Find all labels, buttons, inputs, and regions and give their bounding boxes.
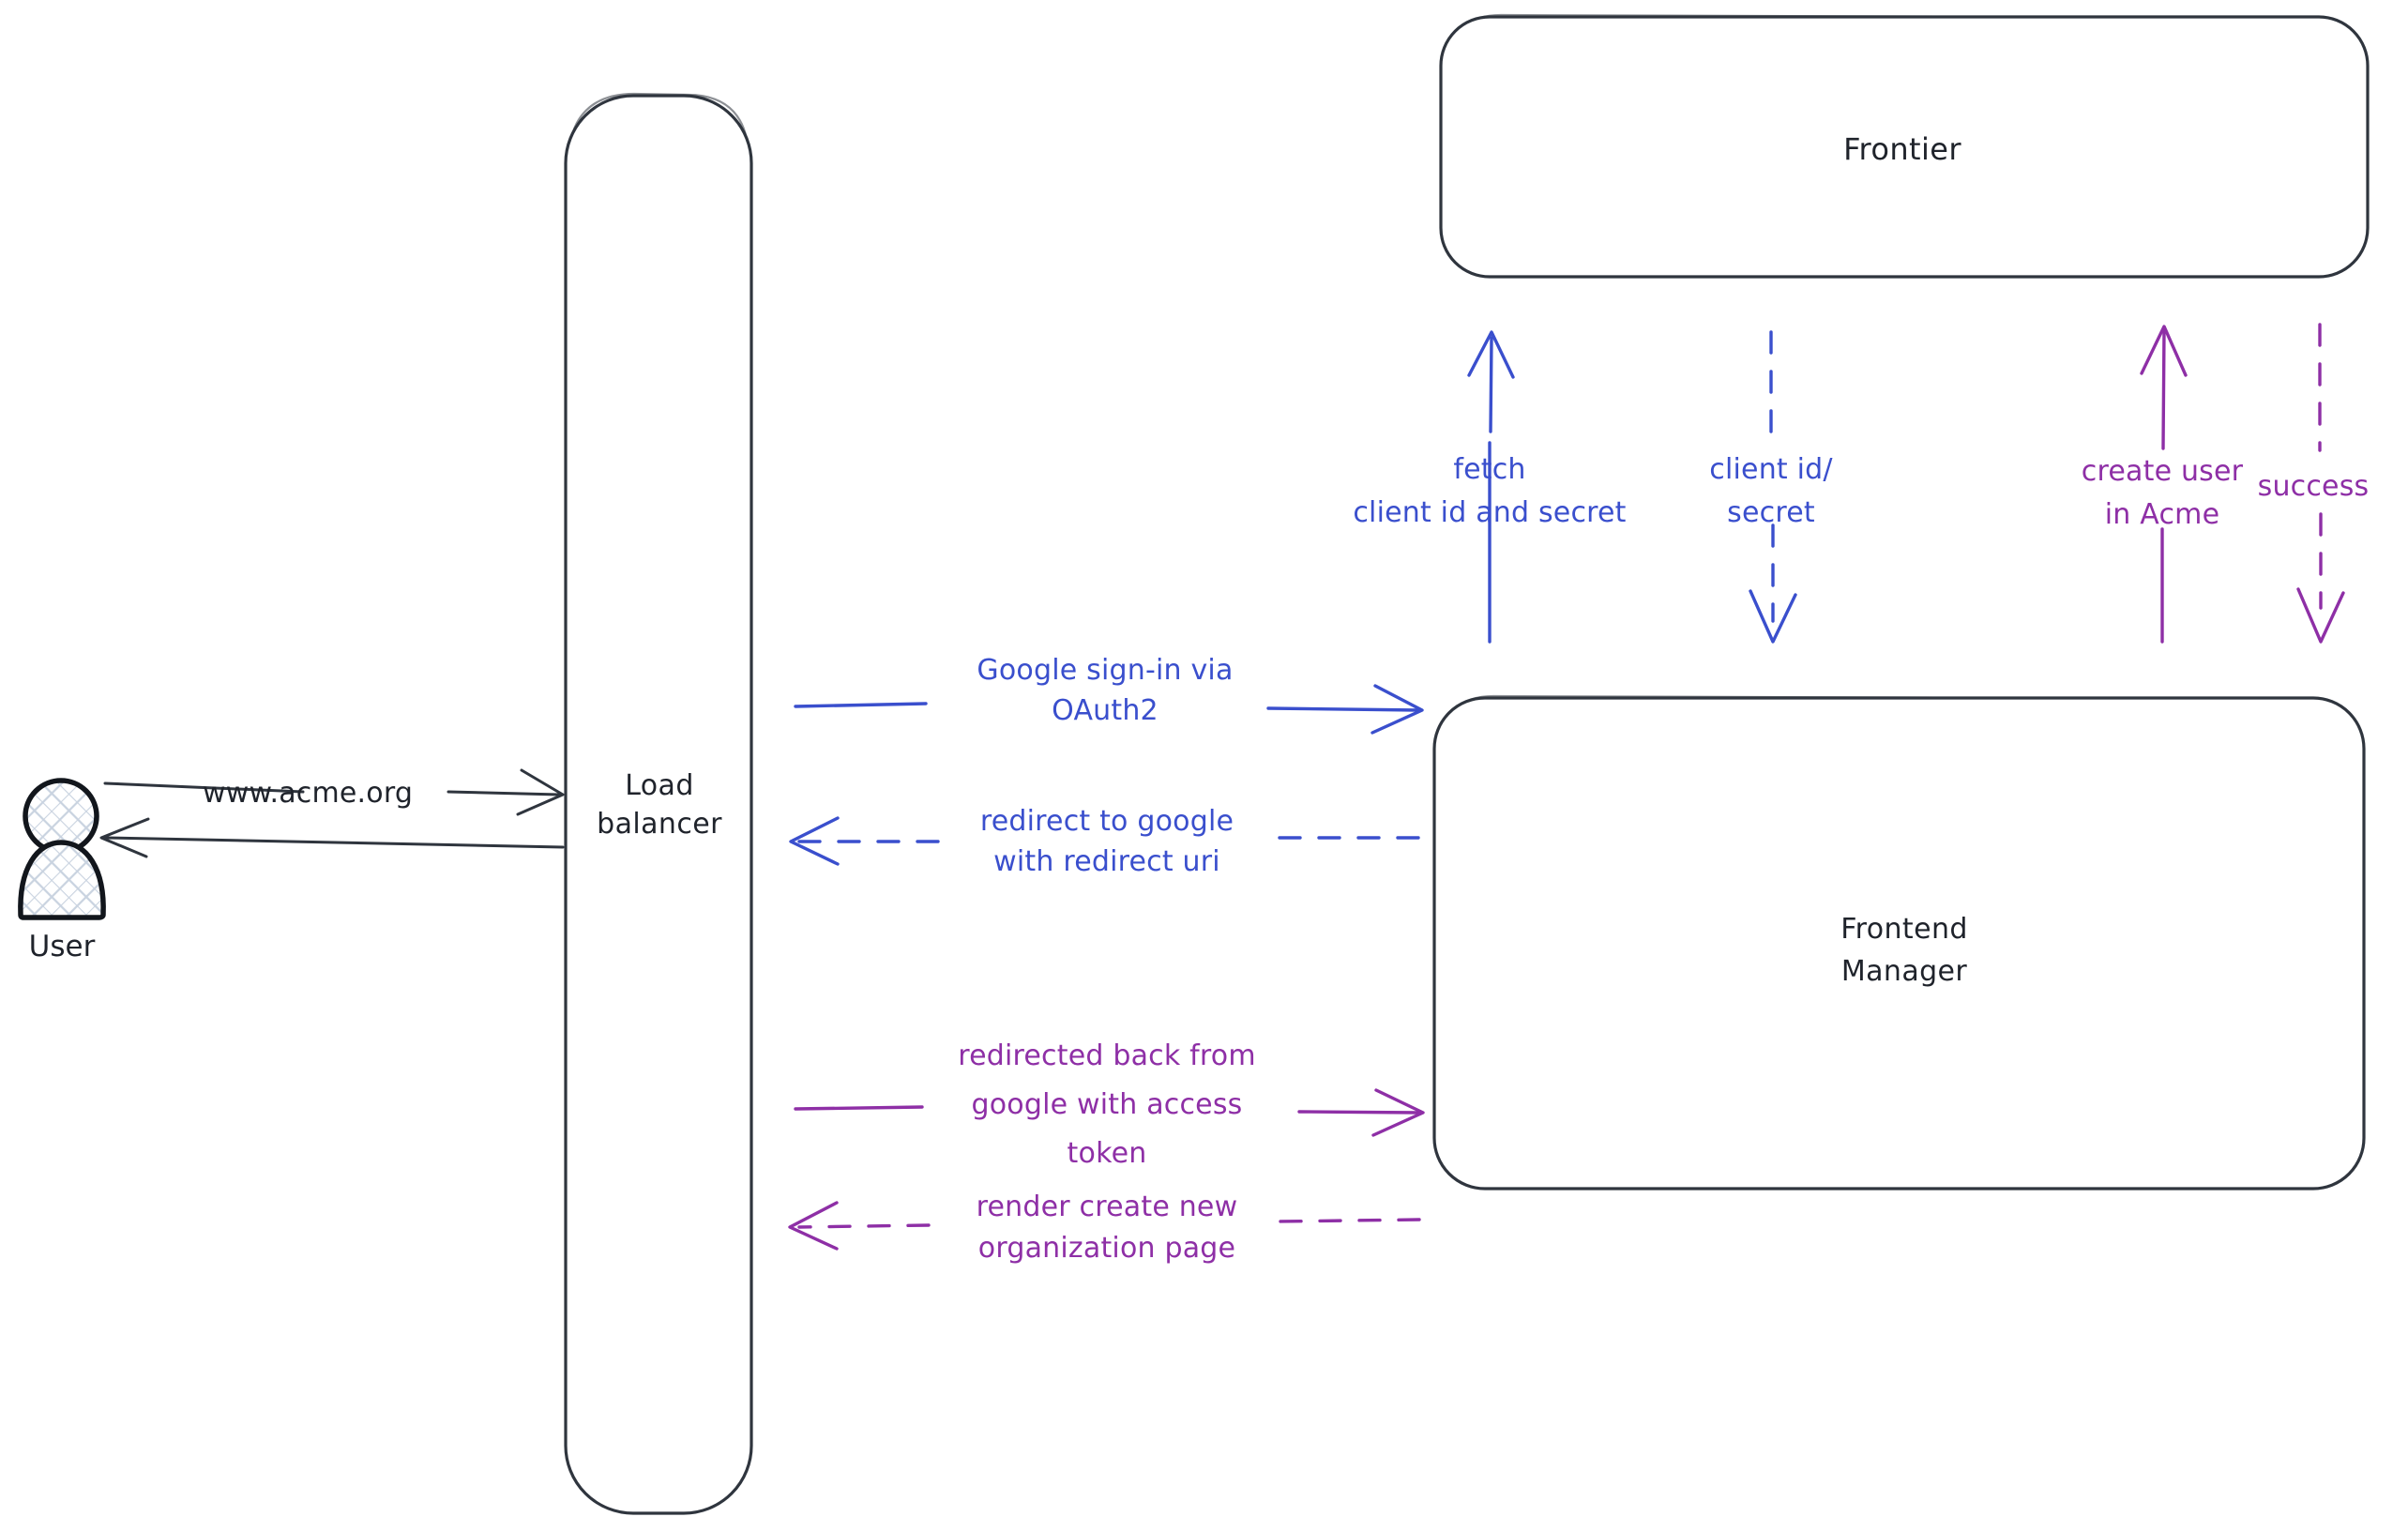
edge-frontier-to-fm-creds: client id/ secret [1709,330,1833,644]
edge-redirect-label-line2: with redirect uri [993,845,1220,878]
edge-lb-to-fm-signin: Google sign-in via OAuth2 [794,654,1424,735]
edge-lb-to-fm-token: redirected back from google with access … [794,1039,1425,1170]
edge-create-user-label-line1: create user [2082,455,2244,488]
edge-user-to-load-balancer: www.acme.org [103,768,565,816]
edge-render-label-line2: organization page [978,1232,1235,1265]
edge-frontier-to-fm-success: success [2258,323,2370,644]
edge-user-to-lb-label: www.acme.org [203,777,413,810]
frontier-label: Frontier [1843,131,1961,167]
edge-fm-to-frontier-fetch: fetch client id and secret [1353,330,1626,644]
frontier-box[interactable] [1439,15,2370,279]
edge-signin-label-line2: OAuth2 [1052,694,1159,727]
load-balancer-label-line1: Load [625,769,694,802]
user-body-icon [18,840,106,920]
load-balancer-box[interactable] [564,94,753,1515]
node-load-balancer[interactable]: Load balancer [564,92,753,1515]
frontend-manager-label-line1: Frontend [1840,913,1968,946]
frontend-manager-label-line2: Manager [1841,955,1968,988]
edge-render-label-line1: render create new [977,1191,1238,1223]
edge-fm-to-frontier-create-user: create user in Acme [2082,325,2244,644]
node-frontend-manager[interactable]: Frontend Manager [1432,694,2366,1191]
edge-creds-label-line1: client id/ [1709,453,1833,486]
actor-user-label: User [29,930,96,963]
edge-fm-to-lb-redirect: redirect to google with redirect uri [789,805,1420,878]
edge-signin-label-line1: Google sign-in via [977,654,1233,687]
edge-token-label-line2: google with access [972,1088,1243,1121]
edge-token-label-line1: redirected back from [958,1039,1256,1072]
edge-create-user-label-line2: in Acme [2105,498,2219,531]
edge-creds-label-line2: secret [1727,496,1815,529]
node-frontier[interactable]: Frontier [1439,13,2370,279]
actor-user: User [18,778,106,963]
edge-fm-to-lb-render: render create new organization page [788,1191,1421,1265]
edge-load-balancer-to-user [99,817,565,858]
frontend-manager-box[interactable] [1432,696,2366,1191]
edge-token-label-line3: token [1068,1137,1147,1170]
edge-redirect-label-line1: redirect to google [980,805,1234,838]
edge-fetch-label-line2: client id and secret [1353,496,1626,529]
load-balancer-label-line2: balancer [597,808,722,841]
edge-success-label: success [2258,470,2370,503]
edge-fetch-label-line1: fetch [1453,453,1525,486]
